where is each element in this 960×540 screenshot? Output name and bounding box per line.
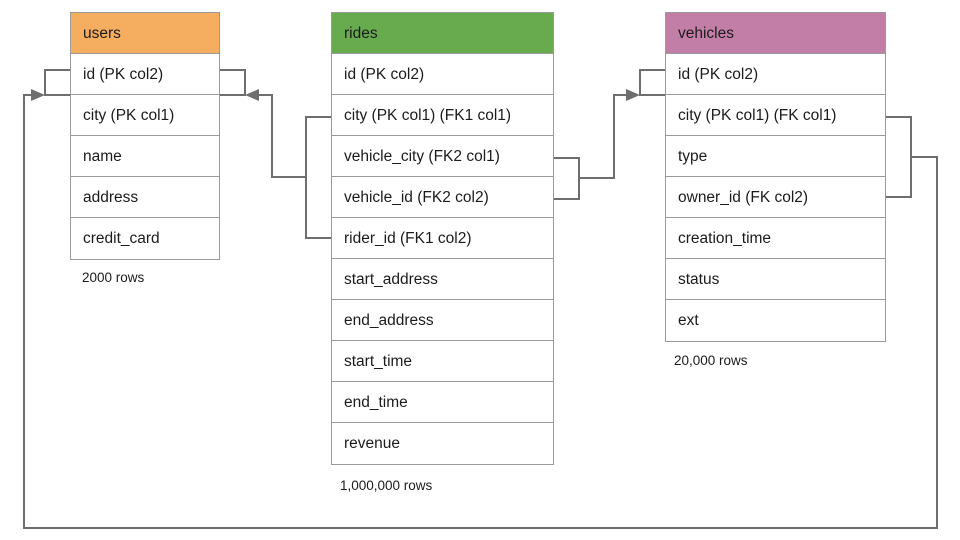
table-vehicles-header: vehicles [666,13,885,54]
vehicles-source-bracket-right [886,116,912,198]
arrowhead-to-users-left [31,89,45,101]
table-users[interactable]: users id (PK col2) city (PK col1) name a… [70,12,220,260]
column-vehicles-ext[interactable]: ext [666,300,885,341]
column-vehicles-creation-time[interactable]: creation_time [666,218,885,259]
rides-fk2-source-bracket [554,157,580,200]
arrowhead-to-users-right [245,89,259,101]
column-vehicles-owner-id[interactable]: owner_id (FK col2) [666,177,885,218]
column-vehicles-city[interactable]: city (PK col1) (FK col1) [666,95,885,136]
column-rides-start-time[interactable]: start_time [332,341,553,382]
column-users-name[interactable]: name [71,136,219,177]
column-rides-end-time[interactable]: end_time [332,382,553,423]
row-count-vehicles: 20,000 rows [674,353,748,368]
column-users-credit-card[interactable]: credit_card [71,218,219,259]
table-rides-header: rides [332,13,553,54]
users-target-bracket-right [220,69,246,96]
table-users-header: users [71,13,219,54]
table-rides[interactable]: rides id (PK col2) city (PK col1) (FK1 c… [331,12,554,465]
column-users-city[interactable]: city (PK col1) [71,95,219,136]
column-rides-vehicle-id[interactable]: vehicle_id (FK2 col2) [332,177,553,218]
column-vehicles-type[interactable]: type [666,136,885,177]
column-rides-id[interactable]: id (PK col2) [332,54,553,95]
rides-fk2-path [579,94,631,179]
column-rides-end-address[interactable]: end_address [332,300,553,341]
arrowhead-to-vehicles-left [626,89,640,101]
row-count-users: 2000 rows [82,270,145,285]
rides-fk1-source-bracket [305,116,331,239]
column-rides-start-address[interactable]: start_address [332,259,553,300]
column-rides-vehicle-city[interactable]: vehicle_city (FK2 col1) [332,136,553,177]
column-vehicles-id[interactable]: id (PK col2) [666,54,885,95]
column-users-id[interactable]: id (PK col2) [71,54,219,95]
vehicles-target-bracket-left [639,69,665,96]
connector-rides-fk1-to-users [220,69,331,239]
rides-fk1-path [254,94,306,178]
connector-rides-fk2-to-vehicles [554,69,665,200]
table-vehicles[interactable]: vehicles id (PK col2) city (PK col1) (FK… [665,12,886,342]
column-vehicles-status[interactable]: status [666,259,885,300]
column-users-address[interactable]: address [71,177,219,218]
column-rides-revenue[interactable]: revenue [332,423,553,464]
column-rides-rider-id[interactable]: rider_id (FK1 col2) [332,218,553,259]
users-target-bracket-left [44,69,70,96]
row-count-rides: 1,000,000 rows [340,478,433,493]
column-rides-city[interactable]: city (PK col1) (FK1 col1) [332,95,553,136]
